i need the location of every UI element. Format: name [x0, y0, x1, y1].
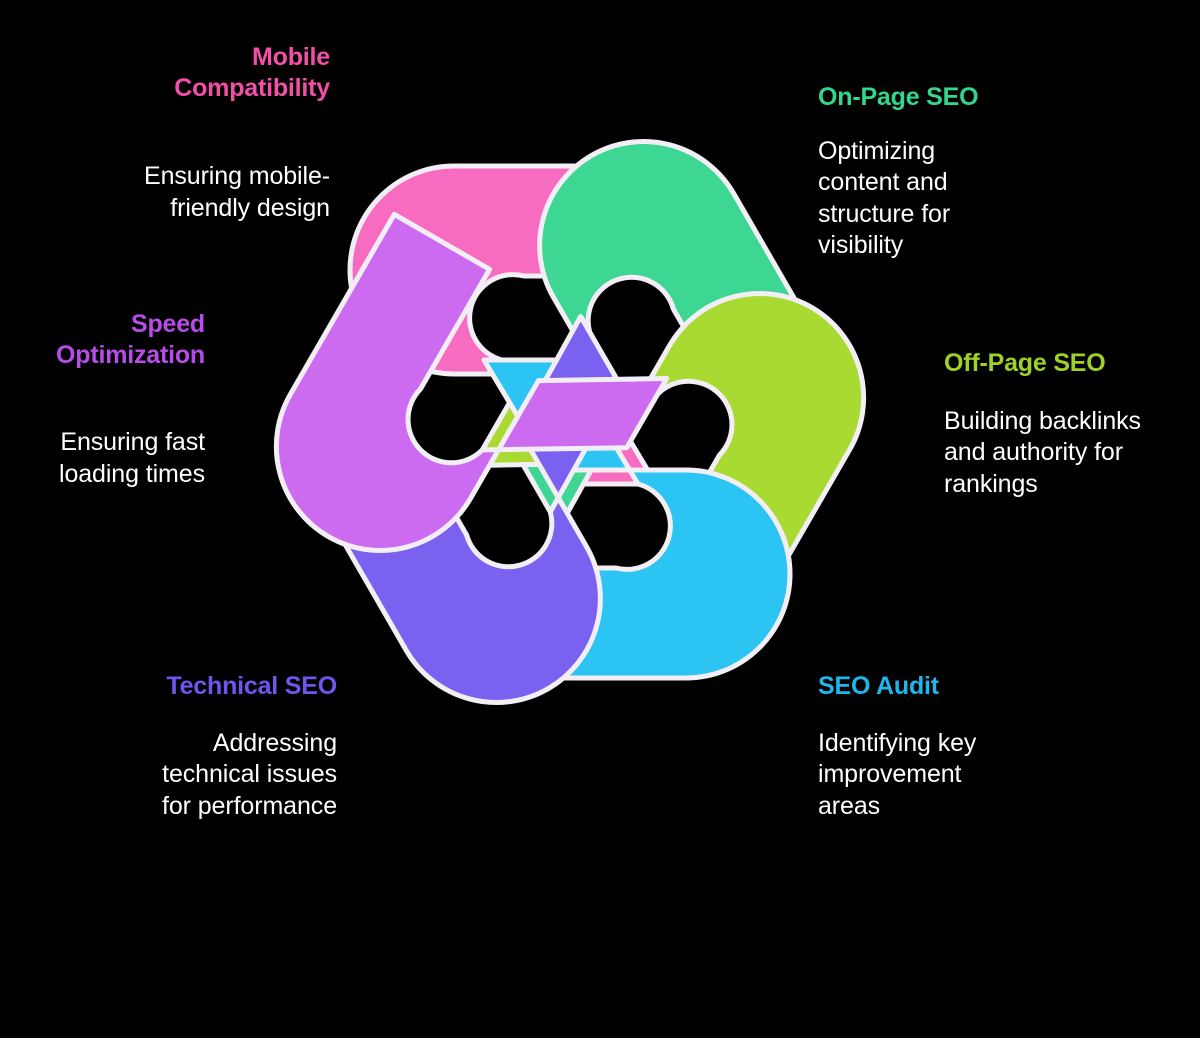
node-technical-seo-title: Technical SEO [166, 672, 337, 700]
node-seo-audit-description: Identifying key improvement areas [818, 728, 977, 820]
node-speed-optimization-title: Speed Optimization [56, 310, 205, 369]
node-on-page-seo: On-Page SEO Optimizing content and struc… [818, 82, 1178, 262]
node-mobile-compatibility: Mobile Compatibility Ensuring mobile- fr… [10, 42, 330, 224]
node-on-page-seo-title: On-Page SEO [818, 83, 979, 111]
node-seo-audit: SEO Audit Identifying key improvement ar… [818, 671, 1118, 822]
node-on-page-seo-description: Optimizing content and structure for vis… [818, 136, 951, 260]
node-mobile-compatibility-title: Mobile Compatibility [174, 43, 330, 102]
node-off-page-seo: Off-Page SEO Building backlinks and auth… [944, 348, 1200, 500]
node-speed-optimization: Speed Optimization Ensuring fast loading… [0, 309, 205, 490]
node-seo-audit-title: SEO Audit [818, 672, 939, 700]
node-mobile-compatibility-description: Ensuring mobile- friendly design [144, 162, 330, 222]
node-technical-seo-description: Addressing technical issues for performa… [162, 728, 337, 820]
node-speed-optimization-description: Ensuring fast loading times [58, 428, 205, 488]
node-off-page-seo-title: Off-Page SEO [944, 349, 1106, 377]
node-off-page-seo-description: Building backlinks and authority for ran… [944, 406, 1141, 498]
node-technical-seo: Technical SEO Addressing technical issue… [20, 671, 337, 822]
